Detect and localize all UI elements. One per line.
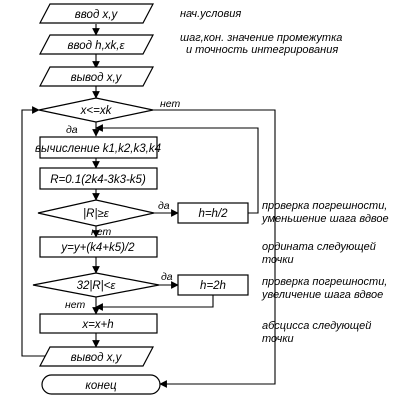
node-cond-r-label: |R|≥ε — [83, 208, 110, 220]
node-compute-y: y=y+(k4+k5)/2 — [39, 236, 158, 258]
edge-label-cond-32r-no: нет — [65, 299, 85, 311]
note-abscissa-line1: абсцисса следующей — [262, 320, 371, 332]
note-error-increase-line2: увеличение шага вдвое — [261, 289, 383, 301]
connectors — [21, 24, 276, 388]
note-error-increase-line1: проверка погрешности, — [262, 276, 387, 288]
node-half-step-label: h=h/2 — [198, 208, 228, 220]
note-step-line1: шаг,кон. значение промежутка — [180, 32, 342, 44]
node-input-params: ввод h,xk,ε — [39, 34, 154, 55]
node-half-step: h=h/2 — [177, 202, 249, 224]
note-init-conditions: нач.условия — [180, 8, 241, 20]
edge-cond-x-no — [153, 109, 276, 388]
node-output-xy-1-label: вывод x,y — [71, 72, 123, 84]
edge-label-cond-r-no: нет — [91, 226, 111, 238]
node-output-xy-2: вывод x,y — [39, 346, 154, 367]
edge-half-step-back — [95, 124, 259, 214]
node-cond-32r-label: 32|R|<ε — [77, 280, 117, 292]
edge-loop-back — [21, 106, 56, 357]
edge-label-cond-x-yes: да — [66, 124, 78, 136]
node-output-xy-1: вывод x,y — [39, 66, 154, 87]
node-compute-k: вычисление k1,k2,k3,k4 — [35, 136, 161, 159]
node-end-label: конец — [85, 380, 117, 392]
note-step-line2: и точность интегрирования — [186, 44, 338, 56]
node-cond-x-label: x<=xk — [80, 105, 113, 117]
edge-label-cond-r-yes: да — [158, 200, 170, 212]
annotations: нач.условия шаг,кон. значение промежутка… — [180, 8, 389, 345]
node-input-xy: ввод x,y — [39, 3, 154, 24]
node-end: конец — [41, 374, 161, 395]
node-update-x: x=x+h — [39, 313, 158, 334]
note-error-check-line2: уменьшение шага вдвое — [261, 213, 389, 225]
note-ordinate-line2: точки — [262, 254, 294, 266]
note-abscissa-line2: точки — [262, 333, 294, 345]
node-double-step: h=2h — [177, 274, 249, 296]
node-update-x-label: x=x+h — [81, 319, 113, 331]
node-cond-x: x<=xk — [38, 97, 154, 123]
node-double-step-label: h=2h — [200, 280, 226, 292]
note-ordinate-line1: ордината следующей — [262, 241, 376, 253]
node-compute-r: R=0.1(2k4-3k3-k5) — [39, 167, 158, 190]
edge-labels: нет да да нет да нет — [65, 98, 180, 311]
node-input-params-label: ввод h,xk,ε — [67, 40, 125, 52]
node-cond-32r: 32|R|<ε — [32, 272, 160, 298]
node-compute-r-label: R=0.1(2k4-3k3-k5) — [50, 174, 146, 186]
node-output-xy-2-label: вывод x,y — [71, 352, 123, 364]
node-input-xy-label: ввод x,y — [75, 9, 119, 21]
note-error-check-line1: проверка погрешности, — [262, 200, 387, 212]
edge-double-step-down — [95, 295, 214, 311]
edge-label-cond-x-no: нет — [160, 98, 180, 110]
node-cond-r: |R|≥ε — [37, 199, 155, 227]
node-compute-k-label: вычисление k1,k2,k3,k4 — [35, 143, 161, 155]
edge-label-cond-32r-yes: да — [161, 271, 173, 283]
node-compute-y-label: y=y+(k4+k5)/2 — [60, 242, 135, 254]
